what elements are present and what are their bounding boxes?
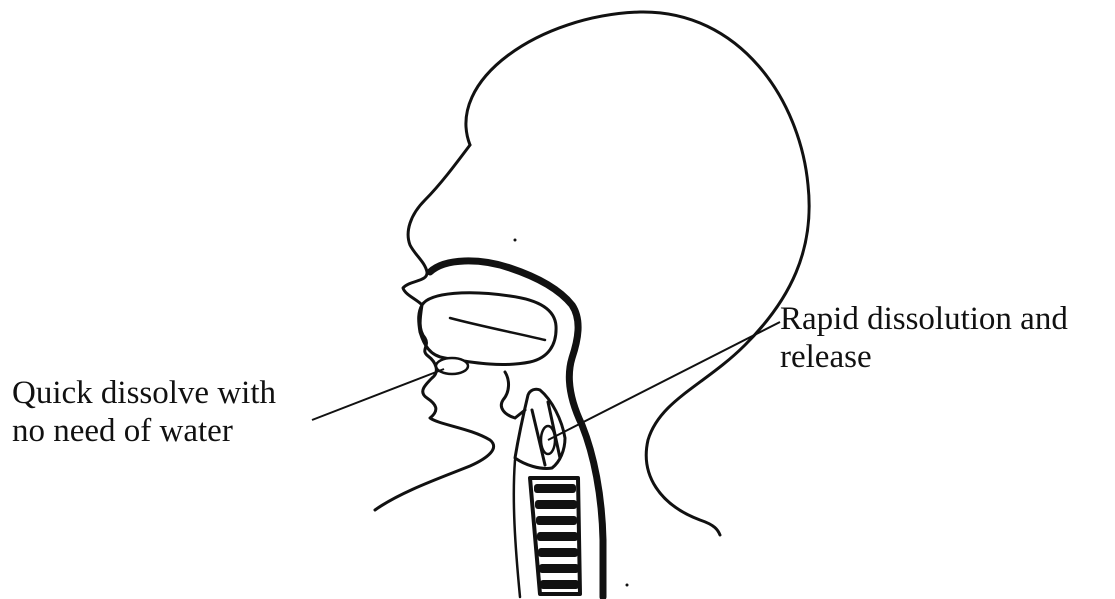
ink-speck bbox=[514, 239, 517, 242]
trachea-rings bbox=[534, 484, 579, 589]
neck-front-line bbox=[514, 460, 520, 597]
trachea-ring bbox=[535, 500, 577, 509]
left-callout-label: Quick dissolve with no need of water bbox=[12, 374, 276, 450]
trachea-ring bbox=[537, 532, 578, 541]
right-leader-line bbox=[548, 322, 780, 440]
right-callout-line-2: release bbox=[780, 338, 1068, 376]
tablet-on-tongue bbox=[436, 358, 468, 374]
tongue-outline bbox=[419, 293, 556, 365]
larynx-outline bbox=[515, 389, 565, 468]
left-callout-line-1: Quick dissolve with bbox=[12, 374, 276, 412]
tongue-inner-line bbox=[450, 318, 545, 340]
trachea-ring bbox=[538, 548, 578, 557]
ink-speck bbox=[626, 584, 629, 587]
face-profile-outline bbox=[375, 145, 494, 510]
trachea-ring bbox=[539, 564, 579, 573]
left-callout-line-2: no need of water bbox=[12, 412, 276, 450]
trachea-ring bbox=[540, 580, 579, 589]
trachea-ring bbox=[536, 516, 577, 525]
trachea-ring bbox=[534, 484, 576, 493]
pharynx-outline bbox=[501, 372, 525, 418]
right-callout-line-1: Rapid dissolution and bbox=[780, 300, 1068, 338]
right-callout-label: Rapid dissolution and release bbox=[780, 300, 1068, 376]
